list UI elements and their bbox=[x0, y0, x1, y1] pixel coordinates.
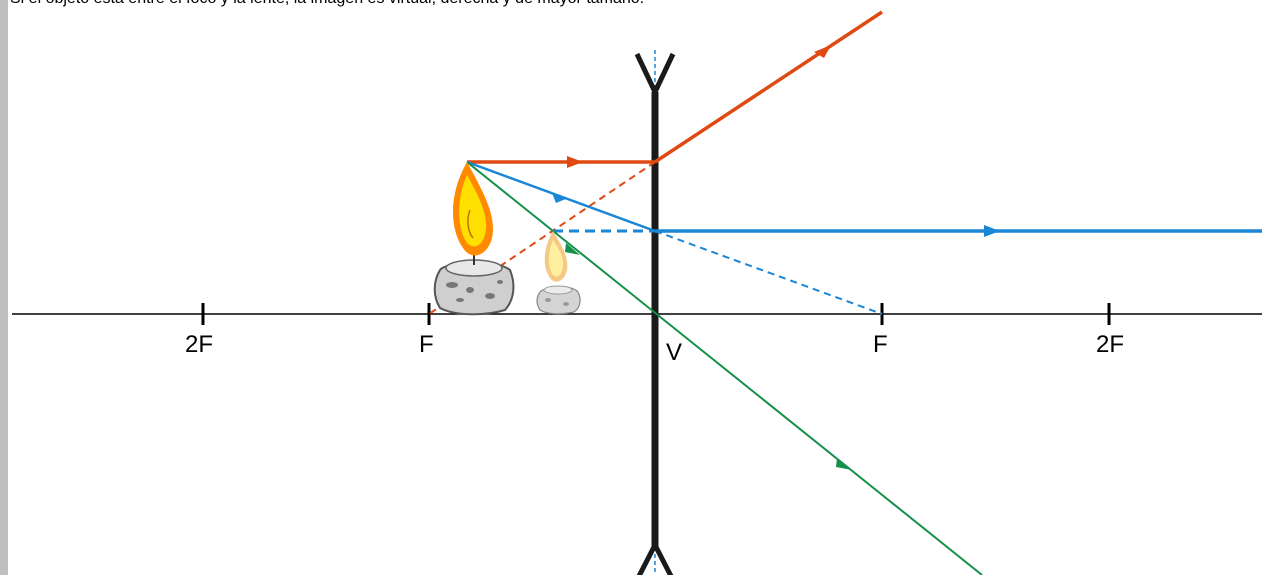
ray-blue-arrow-1 bbox=[552, 193, 568, 203]
ray-red-arrow-2 bbox=[814, 45, 831, 58]
ray-green-arrow-1 bbox=[565, 243, 580, 255]
object-flame-inner bbox=[459, 175, 486, 247]
label-f-left: F bbox=[419, 331, 434, 358]
lens-top-v-icon bbox=[634, 52, 676, 94]
ray-red bbox=[428, 10, 883, 315]
ray-blue-dashed-to-f bbox=[654, 230, 883, 315]
label-f-right: F bbox=[873, 331, 888, 358]
ray-green-arrow-2 bbox=[836, 458, 852, 470]
label-vertex: V bbox=[666, 339, 682, 366]
ray-red-virtual-extension bbox=[428, 161, 656, 315]
lens-bottom-v-icon bbox=[636, 543, 674, 575]
image-candle-icon bbox=[536, 231, 581, 315]
object-candle-icon bbox=[433, 162, 515, 316]
ray-red-arrow-1 bbox=[567, 156, 583, 168]
image-flame-inner bbox=[548, 240, 563, 277]
ray-green bbox=[466, 161, 983, 575]
header-caption: Si el objeto está entre el foco y la len… bbox=[10, 0, 1260, 8]
left-margin-bar bbox=[0, 0, 8, 575]
label-2f-right: 2F bbox=[1096, 331, 1124, 358]
ray-blue-arrow-2 bbox=[984, 225, 1000, 237]
ray-blue bbox=[466, 160, 1262, 315]
label-2f-left: 2F bbox=[185, 331, 213, 358]
